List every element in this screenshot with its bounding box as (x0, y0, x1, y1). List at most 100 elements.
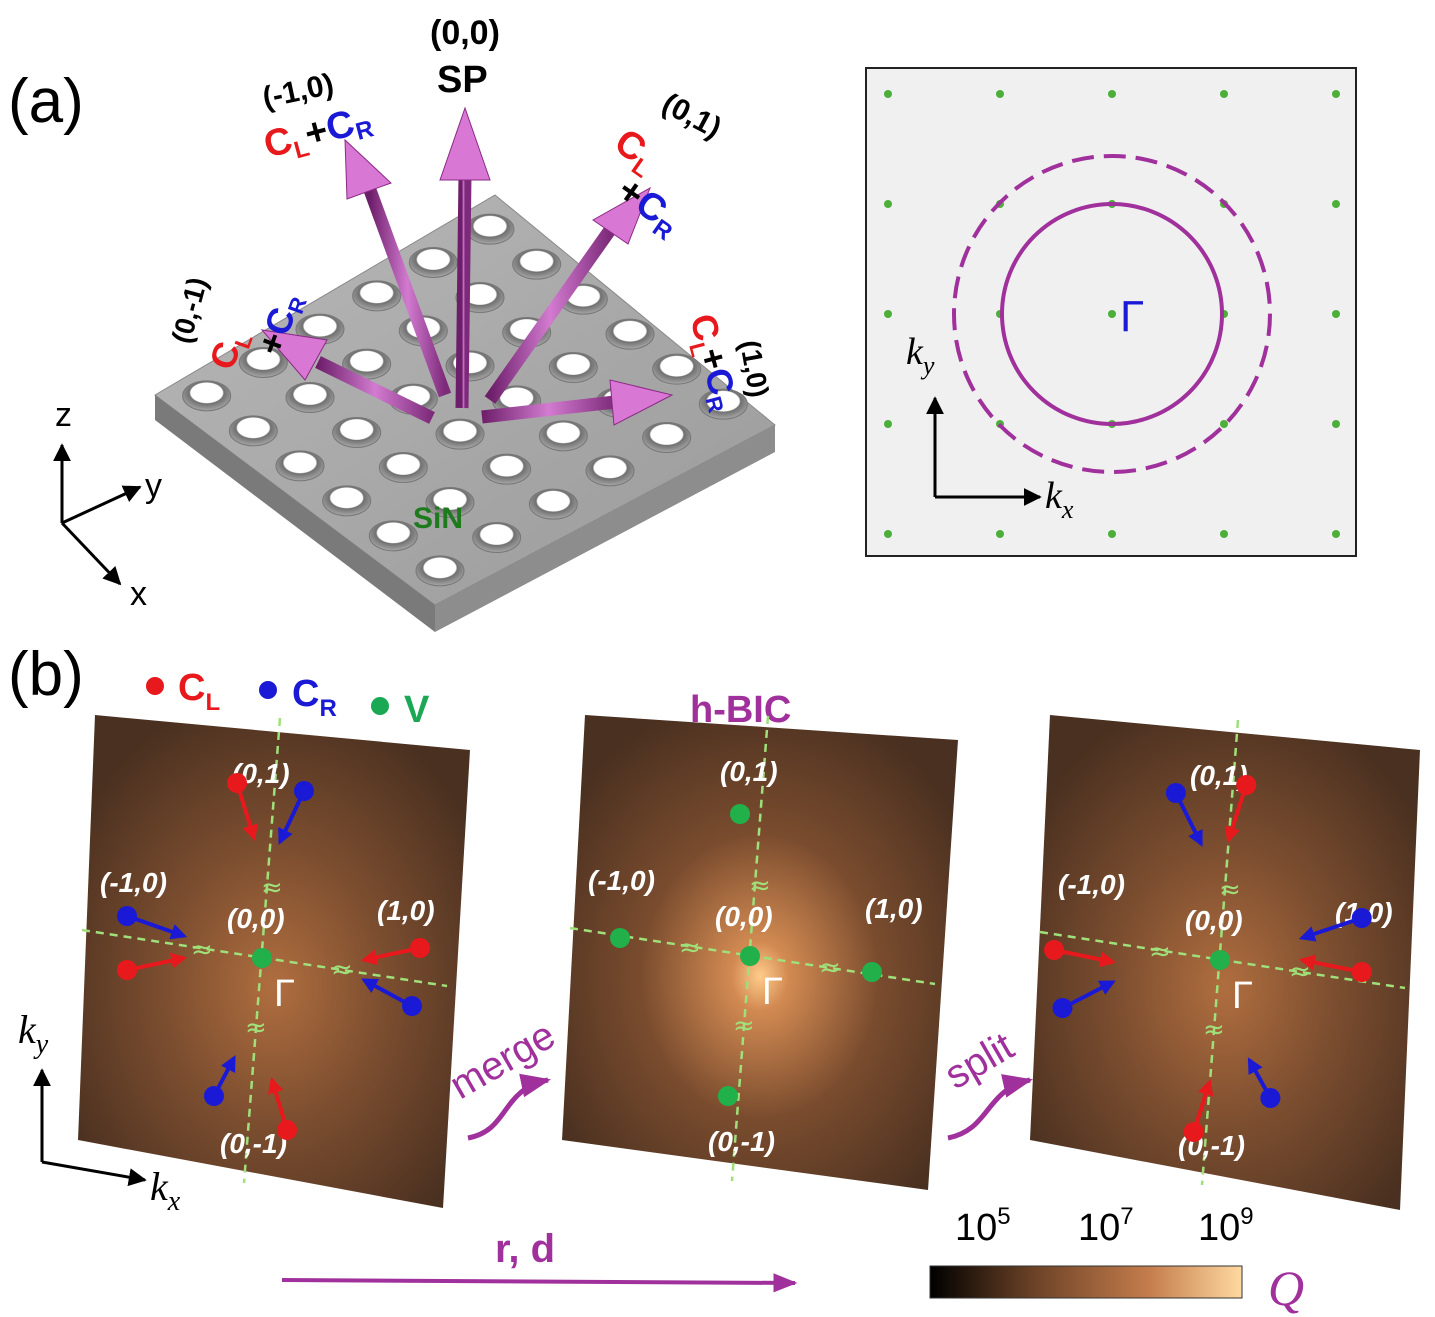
parameter-label: r, d (495, 1227, 555, 1271)
q-map-before-merge: ≈≈≈≈Γ(0,1)(-1,0)(0,0)(1,0)(0,-1) (78, 715, 470, 1208)
legend-cr-marker (259, 681, 277, 699)
legend-cl-label: CL (178, 667, 220, 716)
air-hole (352, 280, 402, 312)
axis-break: ≈ (331, 955, 353, 985)
inset-kx-label: kx (1045, 475, 1074, 524)
lattice-point (884, 200, 892, 208)
lattice-point (1332, 200, 1340, 208)
axis-break: ≈ (191, 935, 213, 965)
merge-label: merge (443, 1013, 563, 1108)
air-hole (415, 555, 465, 587)
lattice-point (884, 90, 892, 98)
parameter-arrow (281, 1273, 798, 1293)
beam-shaft-center (455, 174, 472, 409)
material-label: SiN (413, 502, 463, 535)
beam-cone-right (609, 379, 674, 426)
air-hole (512, 248, 562, 280)
trajectory-arrow (212, 1055, 236, 1097)
axis-y-label: y (145, 467, 162, 505)
diffraction-order-label: (-1,0) (588, 865, 655, 896)
beam-shaft-up-left (363, 187, 452, 398)
q-colorbar: 105 107 109 Q (929, 1203, 1304, 1316)
beam-cone-left (260, 329, 328, 381)
lattice-point (884, 530, 892, 538)
diffraction-order-label: (0,0) (227, 903, 285, 934)
q-map-merged: h-BIC ≈≈≈≈Γ(0,1)(-1,0)(0,0)(1,0)(0,-1) (562, 689, 958, 1190)
lattice-point (1332, 90, 1340, 98)
axis-break: ≈ (749, 871, 771, 901)
colorbar-tick: 105 (955, 1203, 1011, 1249)
merge-transition: merge (443, 1013, 563, 1141)
beam-up-right-index: (0,1) (657, 87, 727, 145)
trajectory-arrow (278, 790, 306, 845)
air-hole (378, 452, 428, 483)
svg-text:(0,1): (0,1) (657, 87, 727, 145)
svg-text:(0,-1): (0,-1) (166, 274, 213, 347)
beam-left-index: (0,-1) (166, 274, 213, 347)
air-hole (322, 485, 372, 517)
beam-shaft-left (315, 356, 435, 424)
beam-cone-center (439, 106, 491, 181)
q-map-after-split: ≈≈≈≈Γ(0,1)(-1,0)(0,0)(1,0)(0,-1) (1030, 715, 1420, 1210)
gamma-point-label: Γ (274, 973, 295, 1015)
air-hole (652, 353, 702, 385)
beam-shaft-right (481, 395, 616, 424)
trajectory-arrow (361, 978, 413, 1008)
air-hole (182, 380, 232, 412)
lattice-point (1220, 420, 1228, 428)
air-hole (332, 417, 382, 448)
air-hole (538, 420, 588, 452)
reciprocal-lattice-inset: Γ ky kx (865, 67, 1357, 557)
xyz-axes (53, 443, 142, 586)
air-hole (425, 487, 475, 518)
colorbar-label: Q (1268, 1260, 1304, 1316)
lattice-point (996, 90, 1004, 98)
light-cone-circle (1000, 202, 1224, 426)
lattice-point (1108, 90, 1116, 98)
split-transition: split (938, 1024, 1033, 1141)
air-hole (238, 347, 288, 378)
colorbar-tick: 109 (1198, 1203, 1254, 1249)
bic-point (610, 928, 630, 948)
beam-right-index: (1,0) (734, 338, 775, 400)
axis-break: ≈ (679, 933, 701, 963)
axis-break: ≈ (1203, 1015, 1225, 1045)
bic-point (718, 1086, 738, 1106)
trajectory-arrow (1247, 1057, 1273, 1099)
legend-v-marker (371, 697, 389, 715)
legend-cl-marker (146, 677, 164, 695)
svg-text:+CR: +CR (249, 287, 312, 361)
lattice-point (1220, 90, 1228, 98)
lattice-point (1332, 420, 1340, 428)
beam-cone-up-right (592, 186, 651, 245)
air-hole (368, 520, 418, 552)
air-hole (472, 522, 522, 553)
diffraction-order-label: (-1,0) (1058, 869, 1125, 900)
air-hole (642, 422, 692, 453)
bic-center (740, 946, 760, 966)
ky-guide-line (1200, 719, 1240, 1186)
gamma-point-label: Γ (1232, 975, 1253, 1017)
air-hole (698, 388, 748, 420)
axis-break: ≈ (1149, 937, 1171, 967)
svg-text:CL: CL (201, 324, 258, 377)
b-kx-label: kx (150, 1164, 181, 1217)
colorbar-tick: 107 (1078, 1203, 1134, 1249)
air-hole (445, 350, 495, 382)
lattice-point (996, 530, 1004, 538)
lattice-point (1332, 530, 1340, 538)
ky-guide-line (242, 717, 282, 1184)
diffraction-order-label: (0,-1) (220, 1128, 287, 1159)
diffraction-order-label: (1,0) (377, 895, 435, 926)
diffraction-order-label: (0,0) (1185, 905, 1243, 936)
air-hole (605, 318, 655, 350)
beam-center-index: (0,0) (430, 14, 500, 52)
beam-shaft-up-right (484, 226, 616, 404)
air-hole (228, 415, 278, 447)
air-hole (482, 453, 532, 485)
panel-b-label: (b) (8, 640, 84, 709)
bic-point (730, 804, 750, 824)
axis-break: ≈ (245, 1013, 267, 1043)
diffraction-order-label: (0,0) (715, 901, 773, 932)
